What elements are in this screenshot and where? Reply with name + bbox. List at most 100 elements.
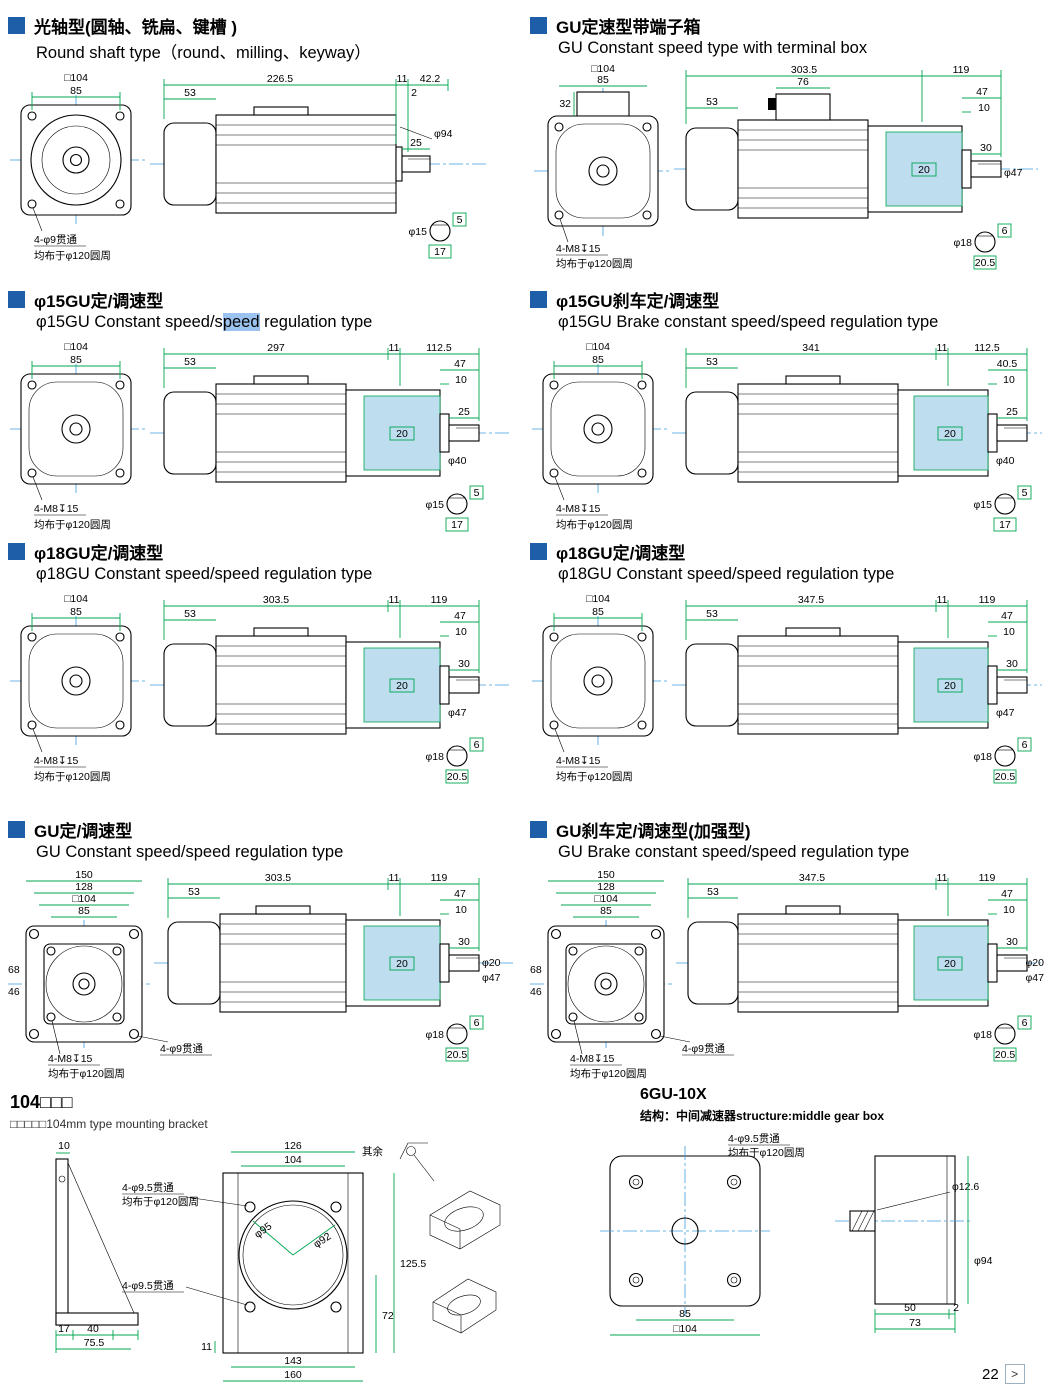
section-subtitle: φ18GU Constant speed/speed regulation ty… xyxy=(558,565,895,583)
section-bullet-icon xyxy=(8,542,25,560)
dim-label: 17 xyxy=(451,519,463,531)
dim-label: φ20 xyxy=(1026,957,1045,969)
dim-label: φ18 xyxy=(954,237,973,249)
section-subtitle: 结构：中间减速器structure:middle gear box xyxy=(640,1109,885,1123)
dim-label: φ18 xyxy=(426,751,445,763)
dim-label: 85 xyxy=(70,354,82,366)
dim-label: φ47 xyxy=(996,707,1015,719)
dim-label: 5 xyxy=(474,487,480,499)
dim-label: 303.5 xyxy=(265,872,291,884)
subtitle-text: regulation type xyxy=(259,313,373,331)
dim-label: 119 xyxy=(431,872,448,884)
note-label: 4-M8↧15 xyxy=(556,503,601,515)
dim-label: 47 xyxy=(1001,610,1013,622)
section-bullet-icon xyxy=(530,16,547,34)
dim-label: 119 xyxy=(979,872,996,884)
dim-label: φ18 xyxy=(426,1029,445,1041)
bracket-side-view: 10 17 40 75.5 xyxy=(55,1140,139,1353)
pagination: 22 > xyxy=(982,1364,1025,1384)
dim-label: 20 xyxy=(944,428,956,440)
section-phi15gu: φ15GU定/调速型 φ15GU Constant speed/speed re… xyxy=(8,288,513,543)
dim-label: 119 xyxy=(431,594,448,606)
technical-drawing: 150 128 □104 85 68 46 4-M8↧15 均布于φ120圆周 … xyxy=(530,869,1045,1080)
note-label: 均布于φ120圆周 xyxy=(34,771,111,783)
dim-label: □104 xyxy=(594,893,618,905)
dim-label: 46 xyxy=(8,986,20,998)
dim-label: 53 xyxy=(184,356,196,368)
technical-drawing: 150 128 □104 85 68 46 4-M8↧15 均布于φ120圆周 … xyxy=(8,869,514,1080)
section-title: φ15GU刹车定/调速型 xyxy=(556,291,720,311)
dim-label: 25 xyxy=(410,137,422,149)
dim-label: 20.5 xyxy=(975,257,996,269)
note-label: 4-φ9.5贯通 xyxy=(728,1133,780,1145)
dim-label: 2 xyxy=(953,1302,959,1314)
dim-label: 11 xyxy=(389,594,400,606)
section-gu: GU定/调速型 GU Constant speed/speed regulati… xyxy=(8,818,518,1086)
front-view: 150 128 □104 85 68 46 4-M8↧15 均布于φ120圆周 … xyxy=(8,869,212,1080)
note-label: 4-φ9.5贯通 xyxy=(122,1280,174,1292)
dim-label: □104 xyxy=(586,593,610,605)
dim-label: 104 xyxy=(284,1154,302,1166)
technical-drawing: □104 85 4-M8↧15 均布于φ120圆周 20 303.5 11 11… xyxy=(10,593,510,784)
dim-label: 20 xyxy=(944,958,956,970)
dim-label: 76 xyxy=(797,76,809,88)
technical-drawing: □104 85 4-M8↧15 均布于φ120圆周 20 347.5 11 11… xyxy=(532,593,1042,784)
other-surfaces-label: 其余 xyxy=(362,1145,383,1158)
dim-label: 85 xyxy=(78,905,90,917)
isometric-bracket-1 xyxy=(429,1190,501,1250)
dim-label: 20.5 xyxy=(447,1049,468,1061)
section-bullet-icon xyxy=(8,820,25,838)
dim-label: 20 xyxy=(944,680,956,692)
front-view: □104 85 32 4-M8↧15 均布于φ120圆周 xyxy=(534,63,670,270)
dim-label: 85 xyxy=(597,74,609,86)
dim-label: 30 xyxy=(458,658,470,670)
dim-label: 25 xyxy=(458,406,470,418)
section-subtitle: □□□□□104mm type mounting bracket xyxy=(10,1117,208,1131)
dim-label: 112.5 xyxy=(974,342,1000,354)
dim-label: 11 xyxy=(389,872,400,884)
technical-drawing: □104 85 4-φ9贯通 均布于φ120圆周 226.5 11 42.2 2… xyxy=(10,72,488,262)
dim-label: 347.5 xyxy=(798,594,824,606)
dim-label: 6 xyxy=(1022,1017,1028,1029)
dim-label: 10 xyxy=(455,904,467,916)
dim-label: 11 xyxy=(937,872,948,884)
dim-label: 2 xyxy=(411,87,417,99)
dim-label: 11 xyxy=(397,73,408,85)
section-bullet-icon xyxy=(530,542,547,560)
dim-label: 47 xyxy=(454,610,466,622)
section-title: φ15GU定/调速型 xyxy=(34,291,164,311)
dim-label: 5 xyxy=(457,214,463,226)
section-subtitle: φ15GU Brake constant speed/speed regulat… xyxy=(558,313,939,331)
dim-label: 20 xyxy=(396,958,408,970)
dim-label: φ40 xyxy=(448,455,467,467)
dim-label: 25 xyxy=(1006,406,1018,418)
dim-label: 5 xyxy=(1022,487,1028,499)
dim-label: φ94 xyxy=(974,1255,993,1267)
dim-label: 126 xyxy=(284,1140,302,1152)
section-title: 光轴型(圆轴、铣扁、键槽 ) xyxy=(34,17,238,37)
dim-label: 30 xyxy=(458,936,470,948)
section-bullet-icon xyxy=(8,290,25,308)
note-label: 4-φ9.5贯通 xyxy=(122,1182,174,1194)
technical-drawing: 4-φ9.5贯通 均布于φ120圆周 85 □104 φ12.6 φ xyxy=(600,1133,993,1336)
dim-label: 150 xyxy=(75,869,93,881)
dim-label: 303.5 xyxy=(263,594,289,606)
section-header: GU定/调速型 xyxy=(8,818,518,841)
section-title: φ18GU定/调速型 xyxy=(556,543,686,563)
dim-label: 85 xyxy=(70,85,82,97)
dim-label: 40.5 xyxy=(997,358,1018,370)
section-subtitle: φ18GU Constant speed/speed regulation ty… xyxy=(36,565,373,583)
dim-label: φ94 xyxy=(434,128,453,140)
front-view: □104 85 4-φ9贯通 均布于φ120圆周 xyxy=(10,72,146,262)
section-title: GU刹车定/调速型(加强型) xyxy=(556,821,751,841)
dim-label: 347.5 xyxy=(799,872,825,884)
subtitle-text: φ15GU Constant speed/s xyxy=(36,313,223,331)
dim-label: 85 xyxy=(70,606,82,618)
next-page-button[interactable]: > xyxy=(1004,1364,1025,1384)
note-label: 均布于φ120圆周 xyxy=(556,771,633,783)
dim-label: 10 xyxy=(978,102,990,114)
dim-label: 6 xyxy=(474,739,480,751)
section-header: φ18GU定/调速型 xyxy=(8,540,513,563)
dim-label: 30 xyxy=(980,142,992,154)
dim-label: 68 xyxy=(8,964,20,976)
